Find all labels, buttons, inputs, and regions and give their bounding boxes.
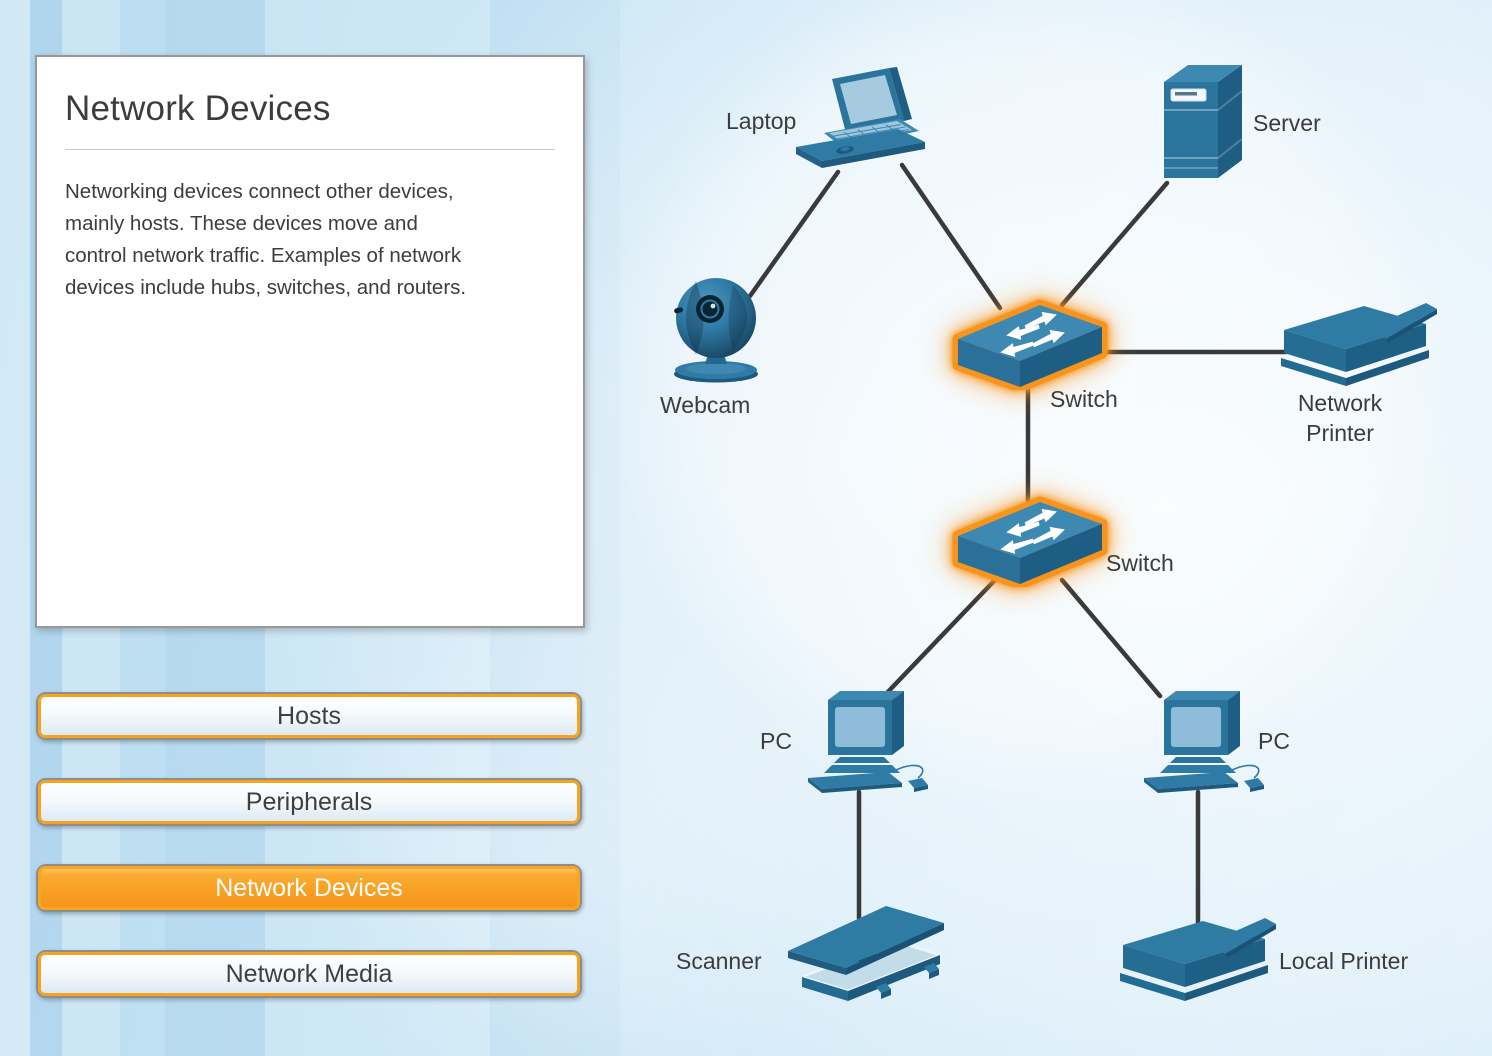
category-button-network-devices[interactable]: Network Devices xyxy=(36,864,582,912)
info-panel: Network Devices Networking devices conne… xyxy=(35,55,585,628)
webcam-label: Webcam xyxy=(660,392,751,418)
switch-top-label: Switch xyxy=(1050,386,1118,412)
category-button-hosts[interactable]: Hosts xyxy=(36,692,582,740)
page-title: Network Devices xyxy=(65,89,331,128)
category-button-hosts-label: Hosts xyxy=(38,694,580,738)
category-button-network-media[interactable]: Network Media xyxy=(36,950,582,998)
scanner-icon xyxy=(778,903,953,1008)
description-line: mainly hosts. These devices move and xyxy=(65,212,418,235)
panel-description: Networking devices connect other devices… xyxy=(65,176,555,304)
pc-left-icon xyxy=(800,686,935,798)
pc-right-icon xyxy=(1136,686,1271,798)
description-line: Networking devices connect other devices… xyxy=(65,180,454,203)
title-divider xyxy=(65,149,555,150)
local-printer-icon xyxy=(1115,915,1280,1007)
switch-bottom-label: Switch xyxy=(1106,550,1174,576)
category-button-network-devices-label: Network Devices xyxy=(38,866,580,910)
category-button-network-media-label: Network Media xyxy=(38,952,580,996)
network-printer-label: Network Printer xyxy=(1297,390,1383,446)
category-button-peripherals-label: Peripherals xyxy=(38,780,580,824)
description-line: devices include hubs, switches, and rout… xyxy=(65,276,467,299)
local-printer-label: Local Printer xyxy=(1279,948,1409,974)
pc-right-label: PC xyxy=(1258,728,1290,754)
pc-left-label: PC xyxy=(760,728,792,754)
switch-bottom-icon xyxy=(948,492,1113,587)
laptop-label: Laptop xyxy=(726,108,797,134)
category-button-peripherals[interactable]: Peripherals xyxy=(36,778,582,826)
laptop-icon xyxy=(788,66,938,178)
scanner-label: Scanner xyxy=(676,948,762,974)
network-printer-icon xyxy=(1276,300,1441,392)
server-label: Server xyxy=(1253,110,1321,136)
description-line: control network traffic. Examples of net… xyxy=(65,244,462,267)
webcam-icon xyxy=(666,272,766,386)
server-icon xyxy=(1152,58,1244,190)
switch-top-icon xyxy=(948,295,1113,390)
